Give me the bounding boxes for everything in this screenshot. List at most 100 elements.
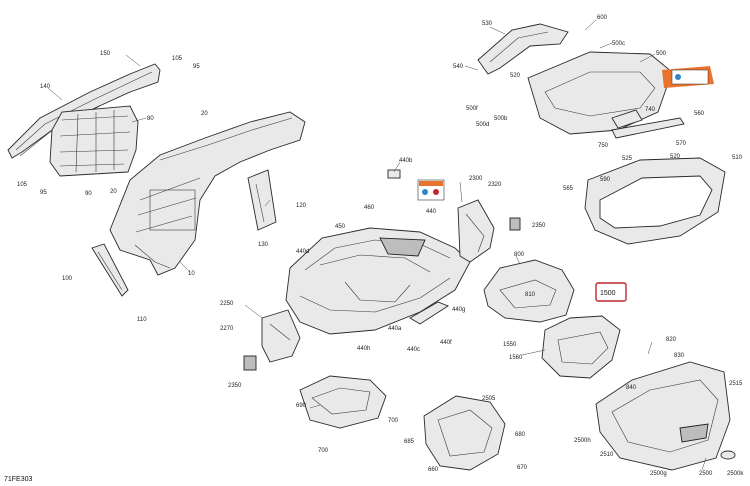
leader-lines (47, 19, 707, 471)
part-80-bracket (49, 105, 139, 177)
callout-540: 540 (453, 64, 464, 70)
callout-labels: 530 600 500c 500 540 520 500f 500d 500b … (17, 15, 744, 477)
callout-130: 130 (258, 242, 269, 248)
callout-830: 830 (674, 353, 685, 359)
callout-2500k: 2500k (727, 471, 744, 477)
callout-2300: 2300 (469, 176, 483, 182)
callout-110: 110 (137, 317, 147, 323)
part-1500-seat-frame (541, 315, 621, 379)
callout-500: 500 (656, 51, 667, 57)
part-2350-pad-lower (243, 355, 257, 371)
callout-670: 670 (517, 465, 528, 471)
callout-20b: 20 (110, 189, 117, 195)
callout-820: 820 (666, 337, 677, 343)
callout-520: 520 (510, 73, 521, 79)
callout-2500g: 2500g (650, 471, 667, 477)
callout-685: 685 (404, 439, 415, 445)
callout-440f: 440f (440, 340, 452, 346)
callout-95b: 95 (40, 190, 47, 196)
part-740-bracket (611, 109, 643, 129)
callout-750: 750 (598, 143, 609, 149)
callout-460: 460 (364, 205, 375, 211)
callout-570: 570 (676, 141, 687, 147)
callout-20a: 20 (201, 111, 208, 117)
callout-2350a: 2350 (532, 223, 546, 229)
part-440g-step (409, 301, 449, 325)
part-500-decal (662, 66, 714, 88)
part-440-floor-tub (285, 227, 471, 335)
callout-680: 680 (515, 432, 526, 438)
callout-450: 450 (335, 224, 346, 230)
highlight-frame-1500 (595, 282, 627, 302)
callout-440b: 440b (399, 158, 413, 164)
callout-525: 525 (622, 156, 633, 162)
part-100-side-panel (91, 243, 129, 297)
callout-2320: 2320 (488, 182, 502, 188)
callout-500d: 500d (476, 122, 489, 128)
part-510-roof-frame (584, 157, 726, 245)
part-530-front-bar (477, 23, 569, 75)
callout-440c: 440c (407, 347, 420, 353)
callout-510: 510 (732, 155, 743, 161)
part-440b-label (387, 169, 401, 179)
callout-560: 560 (694, 111, 705, 117)
callout-440h: 440h (357, 346, 370, 352)
part-120-side-plate (247, 169, 277, 231)
callout-600: 600 (597, 15, 608, 21)
callout-700a: 700 (388, 418, 399, 424)
callout-105a: 105 (172, 56, 183, 62)
callout-500f: 500f (466, 106, 478, 112)
callout-1560: 1560 (509, 355, 523, 361)
callout-590: 590 (600, 177, 611, 183)
callout-2500: 2500 (699, 471, 713, 477)
callout-2250: 2250 (220, 301, 234, 307)
callout-440d: 440d (296, 249, 309, 255)
part-2350-pad (509, 217, 521, 231)
callout-105b: 105 (17, 182, 28, 188)
callout-2515: 2515 (729, 381, 743, 387)
callout-660: 660 (428, 467, 439, 473)
part-660-housing (423, 395, 506, 471)
callout-840: 840 (626, 385, 637, 391)
part-2250-panel (261, 309, 301, 363)
callout-500b: 500b (494, 116, 508, 122)
callout-2350b: 2350 (228, 383, 242, 389)
callout-700b: 700 (318, 448, 329, 454)
callout-95a: 95 (193, 64, 200, 70)
figure-id: 71FE303 (4, 476, 33, 483)
callout-1550: 1550 (503, 342, 517, 348)
callout-140: 140 (40, 84, 51, 90)
part-690-storage-bin (299, 375, 387, 429)
callout-530: 530 (482, 21, 493, 27)
part-2500k-cap (720, 450, 736, 460)
callout-565: 565 (563, 186, 574, 192)
callout-100: 100 (62, 276, 73, 282)
callout-120: 120 (296, 203, 307, 209)
callout-2510: 2510 (600, 452, 614, 458)
callout-800: 800 (514, 252, 525, 258)
part-2300-seat-rail (457, 199, 495, 263)
callout-520b: 520 (670, 154, 681, 160)
callout-740: 740 (645, 107, 656, 113)
callout-2270: 2270 (220, 326, 234, 332)
callout-2505: 2505 (482, 396, 496, 402)
part-500-top-cover (527, 51, 673, 135)
part-2500-hood (595, 361, 731, 471)
callout-690: 690 (296, 403, 307, 409)
callout-90: 90 (85, 191, 92, 197)
callout-810: 810 (525, 292, 536, 298)
callout-2500h: 2500h (574, 438, 591, 444)
callout-10: 10 (188, 271, 195, 277)
callout-440g: 440g (452, 307, 465, 313)
callout-440a: 440a (388, 326, 402, 332)
callout-500c: 500c (612, 41, 625, 47)
part-560-rear-rail (611, 117, 685, 139)
callout-1500: 1500 (600, 290, 616, 297)
callout-440: 440 (426, 209, 437, 215)
part-10-front-frame (109, 111, 306, 276)
callout-80: 80 (147, 116, 154, 122)
part-warning-decal (417, 179, 445, 201)
part-800-seat-shell (483, 259, 575, 323)
